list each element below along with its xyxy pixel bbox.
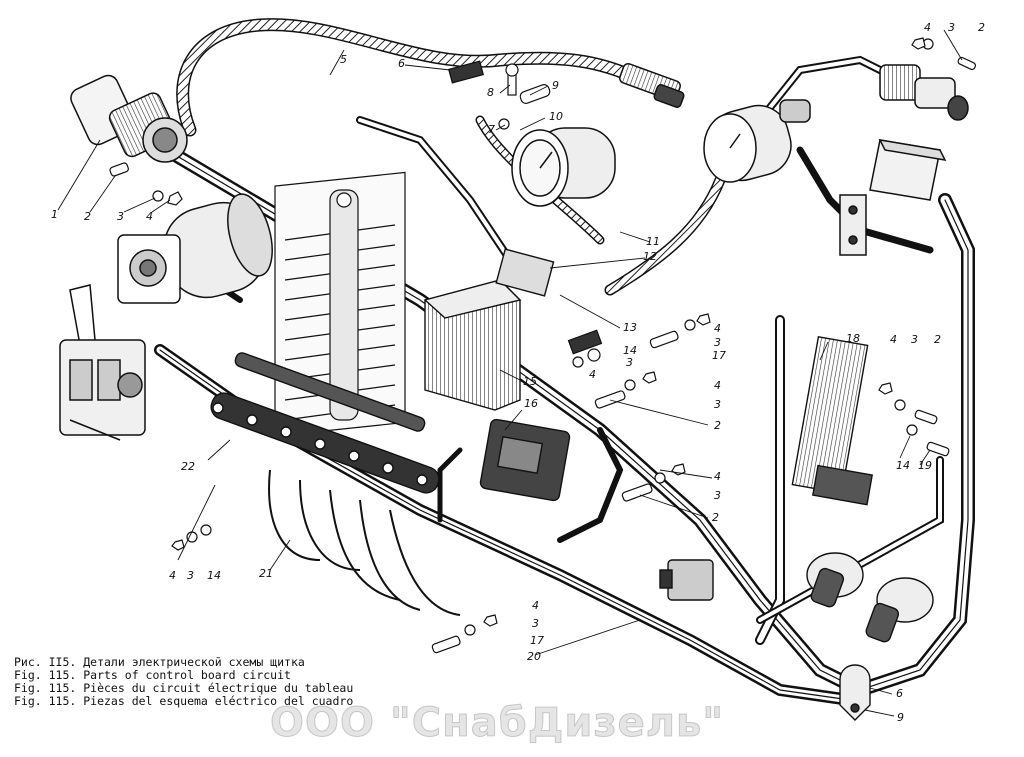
callout-4: 4 [532, 599, 539, 612]
switch-assembly [59, 284, 146, 441]
callout-14: 14 [207, 569, 221, 582]
caption-spanish: Fig. 115. Piezas del esquema eléctrico d… [14, 694, 354, 708]
callout-4: 4 [924, 21, 931, 34]
callout-4: 4 [714, 322, 721, 335]
gauge-10 [511, 127, 616, 207]
caption-russian: Рис. II5. Детали электрической схемы щит… [14, 655, 305, 669]
callout-4: 4 [890, 333, 897, 346]
callout-6: 6 [398, 57, 405, 70]
callout-9: 9 [552, 79, 559, 92]
callout-4: 4 [714, 470, 721, 483]
leader-lines [57, 29, 963, 717]
watermark-text: ООО "СнабДизель" [270, 700, 725, 747]
wire-bundle-21 [268, 469, 461, 616]
callout-9: 9 [897, 711, 904, 724]
callout-3: 3 [911, 333, 918, 346]
callout-4: 4 [589, 368, 596, 381]
callout-5: 5 [340, 53, 347, 66]
callout-3: 3 [714, 398, 721, 411]
braided-cables [176, 18, 726, 296]
callout-19: 19 [918, 459, 932, 472]
callout-16: 16 [524, 397, 538, 410]
callout-3: 3 [117, 210, 124, 223]
switch-16 [479, 418, 571, 502]
relay-box [839, 139, 947, 256]
callout-18: 18 [846, 332, 860, 345]
finned-block-15 [423, 279, 522, 411]
hardware-pieces [109, 37, 977, 654]
callout-14: 14 [623, 344, 637, 357]
callout-3: 3 [714, 489, 721, 502]
callout-4: 4 [146, 210, 153, 223]
callout-14: 14 [896, 459, 910, 472]
callout-8: 8 [487, 86, 494, 99]
callout-17: 17 [712, 349, 726, 362]
callout-4: 4 [169, 569, 176, 582]
callout-3: 3 [714, 336, 721, 349]
callout-13: 13 [623, 321, 637, 334]
callout-15: 15 [523, 375, 537, 388]
cylinder-component [117, 193, 273, 304]
caption-french: Fig. 115. Pièces du circuit électrique d… [14, 681, 354, 695]
callout-21: 21 [259, 567, 273, 580]
harness-clip [839, 664, 871, 721]
callout-2: 2 [712, 511, 719, 524]
callout-2: 2 [978, 21, 985, 34]
callout-3: 3 [532, 617, 539, 630]
caption-english: Fig. 115. Parts of control board circuit [14, 668, 291, 682]
callout-22: 22 [181, 460, 195, 473]
lower-right-switches [659, 552, 934, 643]
multi-pin-connector [70, 74, 188, 163]
figure-caption: Рис. II5. Детали электрической схемы щит… [14, 656, 353, 708]
top-right-connector [879, 64, 969, 121]
connector-12 [495, 248, 555, 297]
cable-plug [619, 63, 685, 108]
finned-block-18 [791, 335, 873, 506]
callout-3: 3 [626, 356, 633, 369]
callout-7: 7 [488, 123, 495, 136]
callout-2: 2 [84, 210, 91, 223]
callout-1: 1 [51, 208, 58, 221]
callout-20: 20 [527, 650, 541, 663]
terminal-block-vertical [274, 171, 406, 437]
callout-3: 3 [948, 21, 955, 34]
callout-2: 2 [714, 419, 721, 432]
callout-3: 3 [187, 569, 194, 582]
terminal-strip-22 [210, 352, 440, 494]
callout-6: 6 [896, 687, 903, 700]
callout-17: 17 [530, 634, 544, 647]
callout-4: 4 [714, 379, 721, 392]
callout-2: 2 [934, 333, 941, 346]
ammeter [703, 99, 811, 183]
callout-10: 10 [549, 110, 563, 123]
callout-11: 11 [646, 235, 660, 248]
callout-12: 12 [643, 250, 657, 263]
